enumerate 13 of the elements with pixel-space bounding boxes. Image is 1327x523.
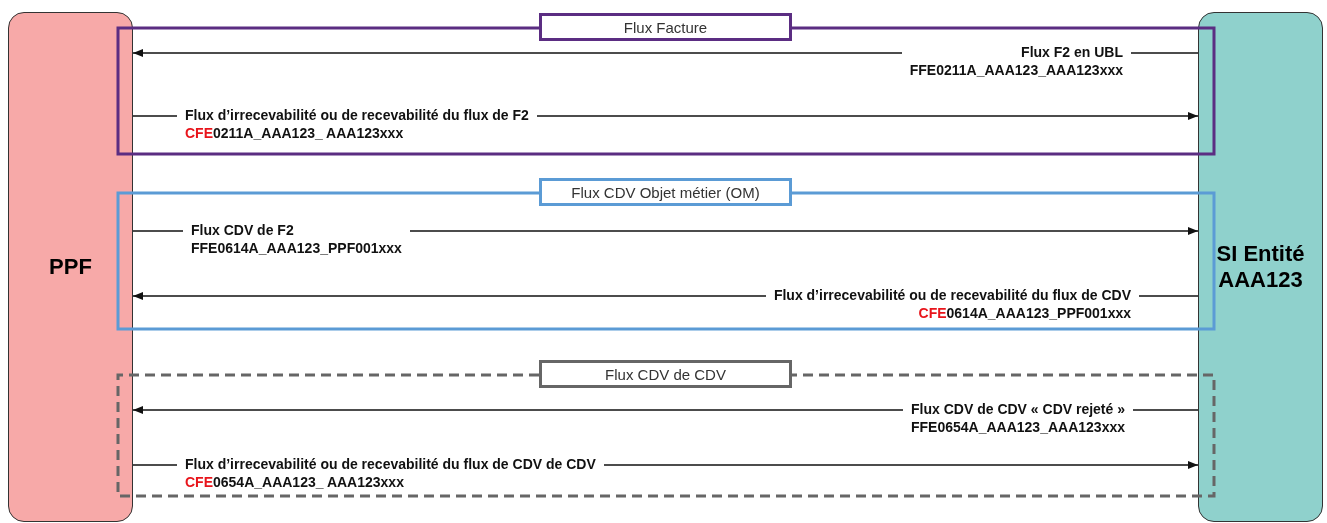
- edge-label: Flux CDV de CDV « CDV rejeté » FFE0654A_AAA123_AAA123xxx: [903, 400, 1133, 436]
- frame-title: Flux CDV de CDV: [539, 360, 792, 388]
- edge-label: Flux d’irrecevabilité ou de recevabilité du flux de CDV de CDV CFE0654A_AAA123_ AAA123xxx: [177, 455, 604, 491]
- edge-label: Flux d’irrecevabilité ou de recevabilité du flux de CDV CFE0614A_AAA123_PPF001xxx: [765, 286, 1139, 322]
- edge-label: Flux CDV de F2 FFE0614A_AAA123_PPF001xxx: [183, 221, 410, 257]
- lifeline-box: [1198, 12, 1323, 522]
- frame-title: Flux CDV Objet métier (OM): [539, 178, 792, 206]
- participant-name: SI Entité AAA123: [1215, 241, 1306, 293]
- edge-label: Flux d’irrecevabilité ou de recevabilité du flux de F2 CFE0211A_AAA123_ AAA123xxx: [177, 106, 537, 142]
- frame-title: Flux Facture: [539, 13, 792, 41]
- edge-label: Flux F2 en UBL FFE0211A_AAA123_AAA123xxx: [901, 43, 1131, 79]
- participant-name: PPF: [48, 254, 93, 280]
- lifeline-box: [8, 12, 133, 522]
